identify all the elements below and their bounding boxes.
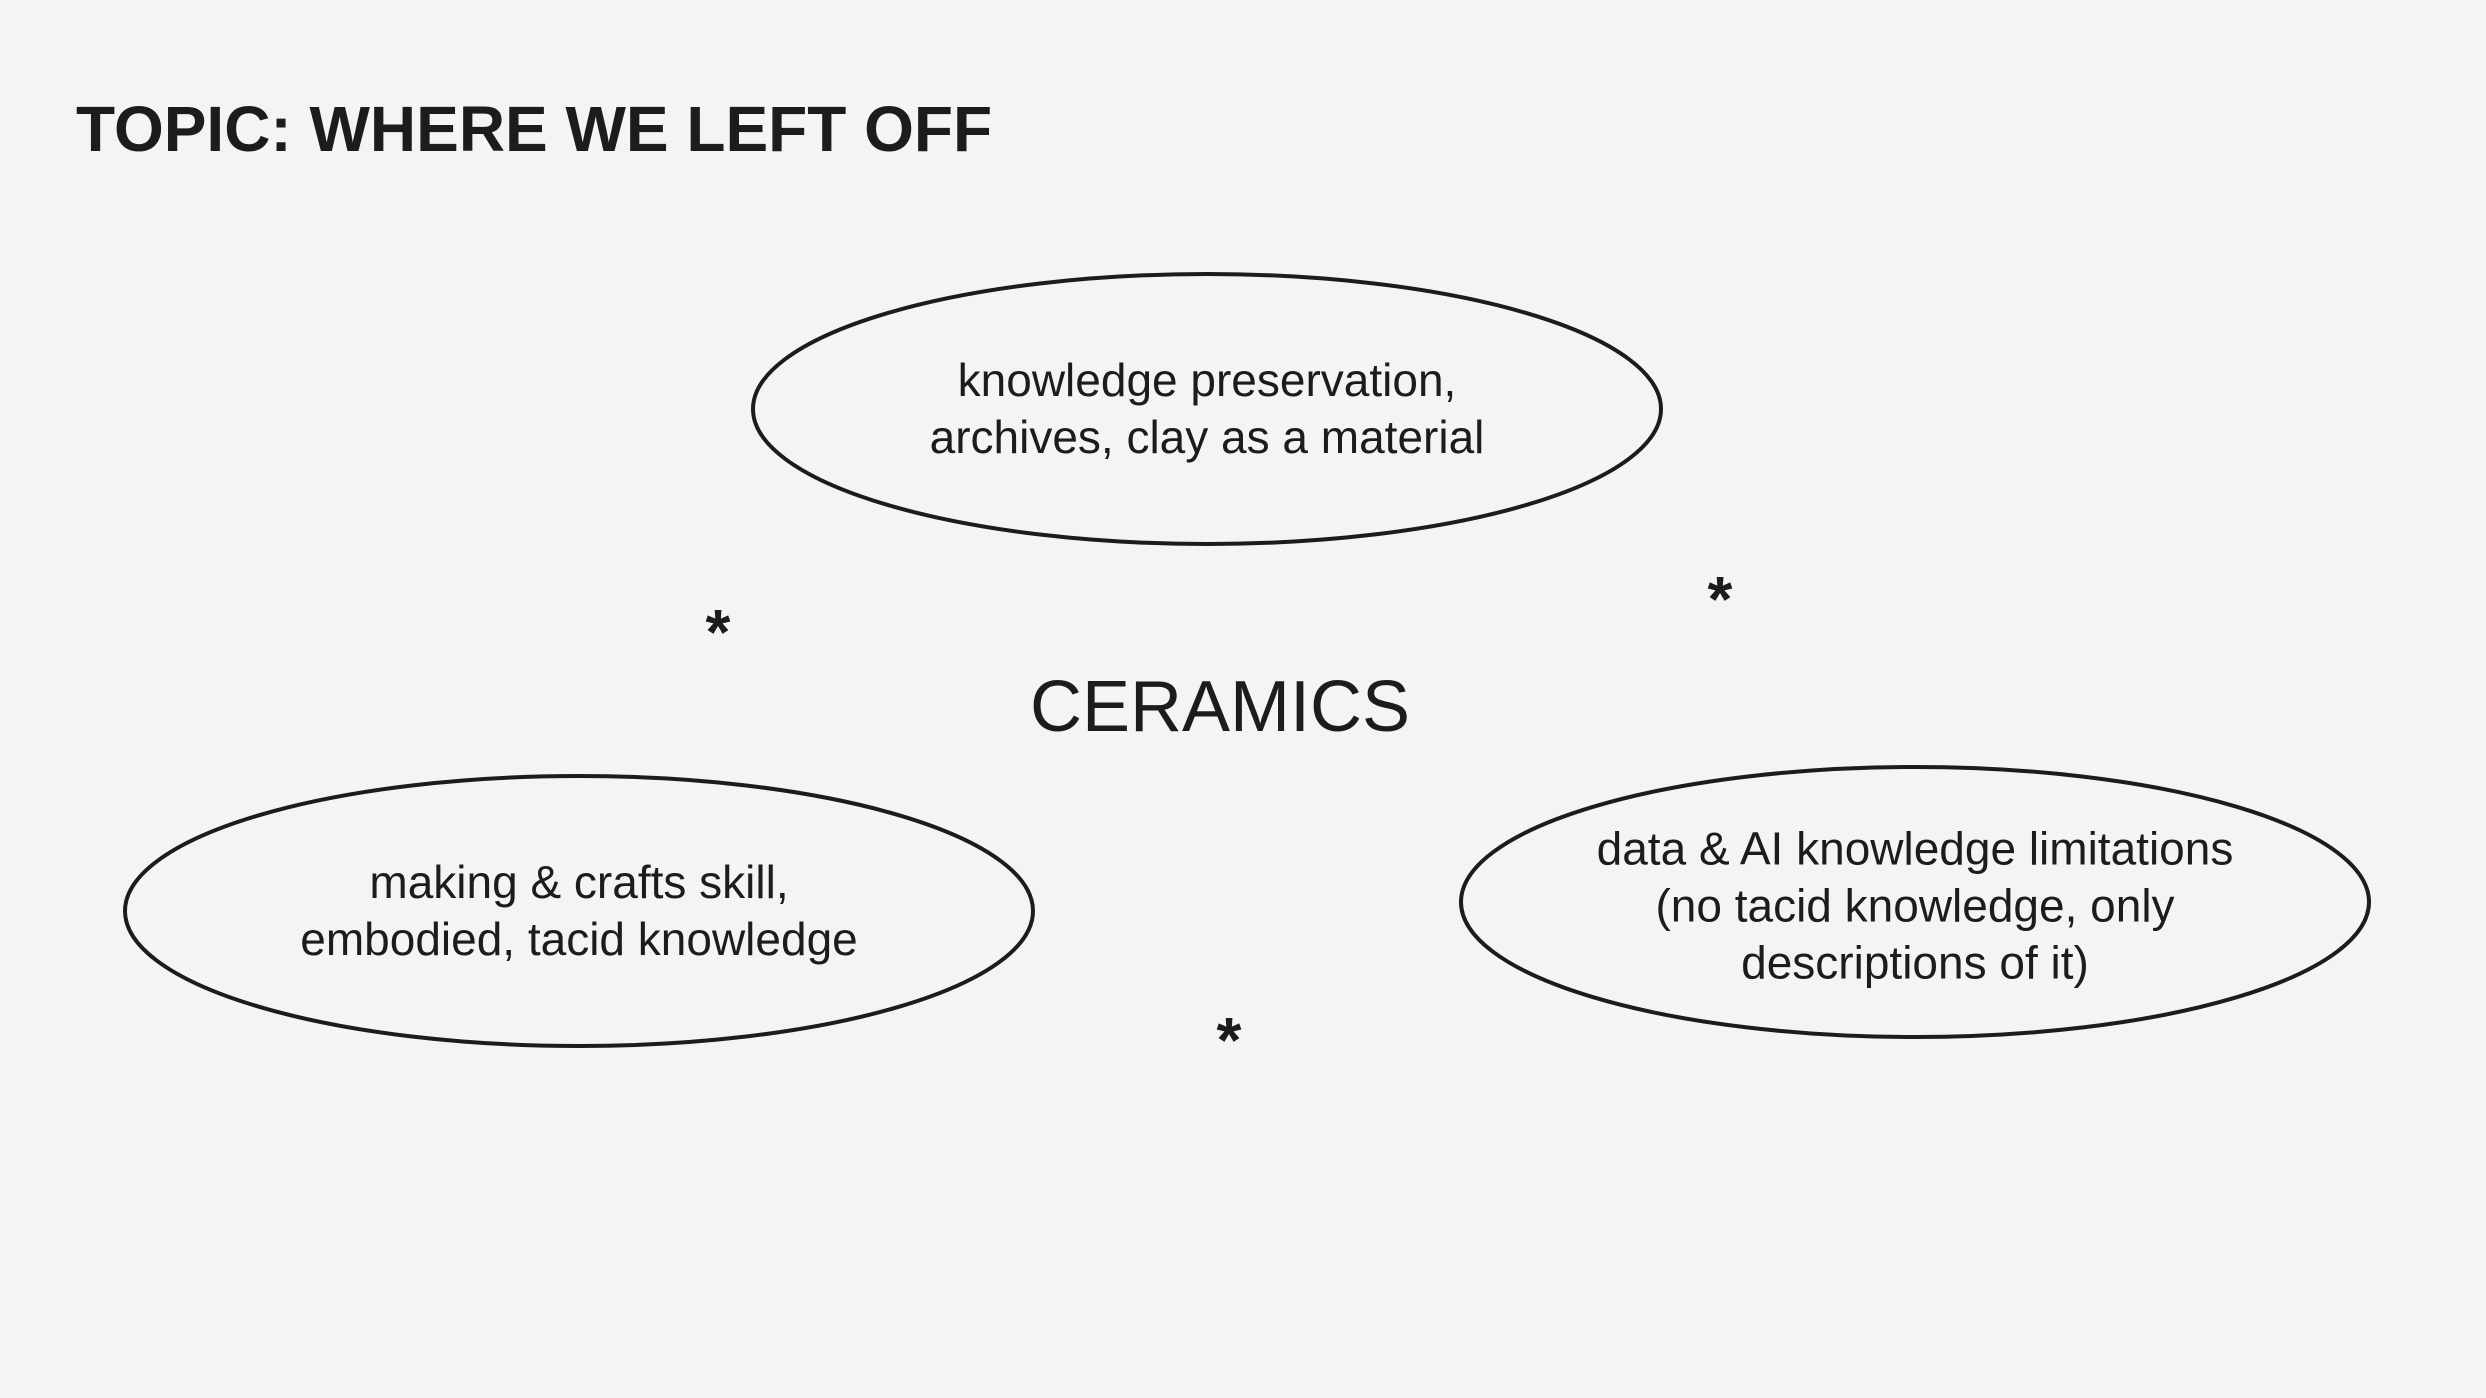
ellipse-right xyxy=(1459,765,2371,1039)
ellipse-left xyxy=(123,774,1035,1048)
node-line: knowledge preservation, xyxy=(957,354,1457,406)
node-line: data & AI knowledge limitations xyxy=(1596,822,2234,875)
slide-title: TOPIC: WHERE WE LEFT OFF xyxy=(76,93,993,165)
node-line: embodied, tacid knowledge xyxy=(300,913,858,965)
asterisk-marker: * xyxy=(1707,563,1733,635)
node-line: making & crafts skill, xyxy=(369,856,789,908)
node-right-text: data & AI knowledge limitations (no taci… xyxy=(1465,821,2365,992)
ellipse-top xyxy=(751,272,1663,546)
node-line: archives, clay as a material xyxy=(929,411,1485,463)
node-left-text: making & crafts skill, embodied, tacid k… xyxy=(129,854,1029,968)
asterisk-marker: * xyxy=(1216,1004,1242,1076)
asterisk-marker: * xyxy=(705,596,731,668)
node-line: descriptions of it) xyxy=(1741,936,2089,989)
node-top-text: knowledge preservation, archives, clay a… xyxy=(757,352,1657,466)
center-label: CERAMICS xyxy=(1029,667,1411,747)
node-line: (no tacid knowledge, only xyxy=(1655,879,2175,932)
